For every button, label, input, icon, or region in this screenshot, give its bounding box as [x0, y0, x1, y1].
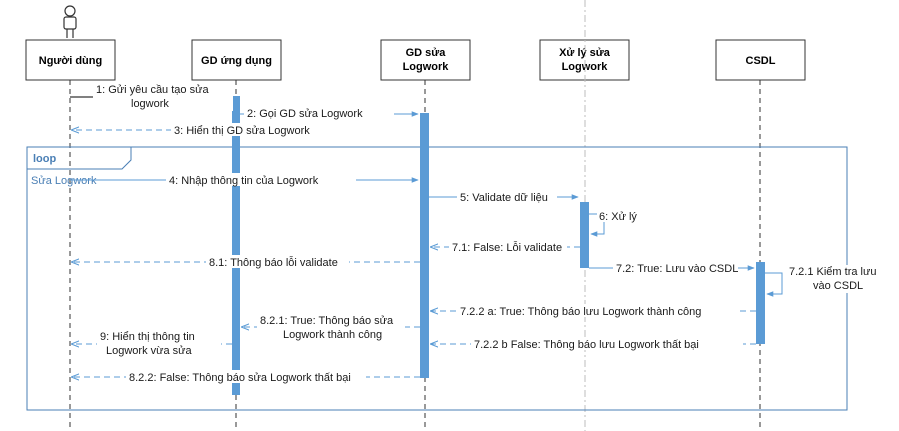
- msg-arrow-6: [589, 213, 605, 237]
- msg-label-8-2-2: 8.2.2: False: Thông báo sửa Logwork thất…: [129, 372, 351, 384]
- msg-label-6: 6: Xử lý: [599, 211, 637, 223]
- msg-label-1-line2: logwork: [131, 98, 169, 110]
- msg-label-8-1: 8.1: Thông báo lỗi validate: [209, 256, 338, 269]
- activation-proc: [580, 202, 589, 268]
- msg-arrow-7-2-1: [765, 272, 783, 297]
- msg-label-9-line2: Logwork vừa sửa: [106, 345, 193, 357]
- participant-app: GD ứng dụng: [191, 39, 282, 81]
- msg-label-8-2-1-line2: Logwork thành công: [283, 329, 382, 341]
- msg-label-8-2-1-line1: 8.2.1: True: Thông báo sửa: [260, 315, 394, 327]
- msg-label-7-2-2b: 7.2.2 b False: Thông báo lưu Logwork thấ…: [474, 339, 699, 351]
- msg-label-7-2: 7.2: True: Lưu vào CSDL: [616, 263, 738, 275]
- loop-frame: loop Sửa Logwork: [26, 146, 848, 411]
- participant-user-label: Người dùng: [39, 55, 102, 67]
- msg-label-7-1: 7.1: False: Lỗi validate: [452, 241, 562, 254]
- msg-label-3: 3: Hiển thị GD sửa Logwork: [174, 125, 310, 137]
- participant-edit-label-2: Logwork: [403, 61, 450, 73]
- participant-proc-label-1: Xử lý sửa: [559, 47, 611, 59]
- msg-label-7-2-2a: 7.2.2 a: True: Thông báo lưu Logwork thà…: [460, 306, 701, 318]
- participant-app-label: GD ứng dụng: [201, 55, 272, 67]
- participant-db-label: CSDL: [746, 55, 776, 67]
- activation-app: [232, 96, 240, 395]
- activation-edit: [420, 113, 429, 378]
- participant-db: CSDL: [715, 39, 806, 81]
- msg-label-1-line1: 1: Gửi yêu cầu tạo sửa: [96, 84, 209, 96]
- participant-proc-label-2: Logwork: [562, 61, 609, 73]
- loop-label: loop: [33, 153, 56, 165]
- msg-label-7-2-1-line2: vào CSDL: [813, 280, 863, 292]
- participant-edit-label-1: GD sửa: [406, 47, 447, 59]
- msg-label-7-2-1-line1: 7.2.1 Kiểm tra lưu: [789, 266, 876, 278]
- participant-edit: GD sửa Logwork: [380, 39, 471, 81]
- msg-label-5: 5: Validate dữ liệu: [460, 192, 548, 204]
- msg-label-2: 2: Gọi GD sửa Logwork: [247, 108, 363, 120]
- participant-user: Người dùng: [25, 39, 116, 81]
- msg-label-4: 4: Nhập thông tin của Logwork: [169, 175, 319, 187]
- actor-icon: [63, 5, 77, 38]
- msg-label-9-line1: 9: Hiển thị thông tin: [100, 331, 195, 343]
- activation-db: [756, 262, 765, 344]
- loop-guard: Sửa Logwork: [31, 175, 97, 187]
